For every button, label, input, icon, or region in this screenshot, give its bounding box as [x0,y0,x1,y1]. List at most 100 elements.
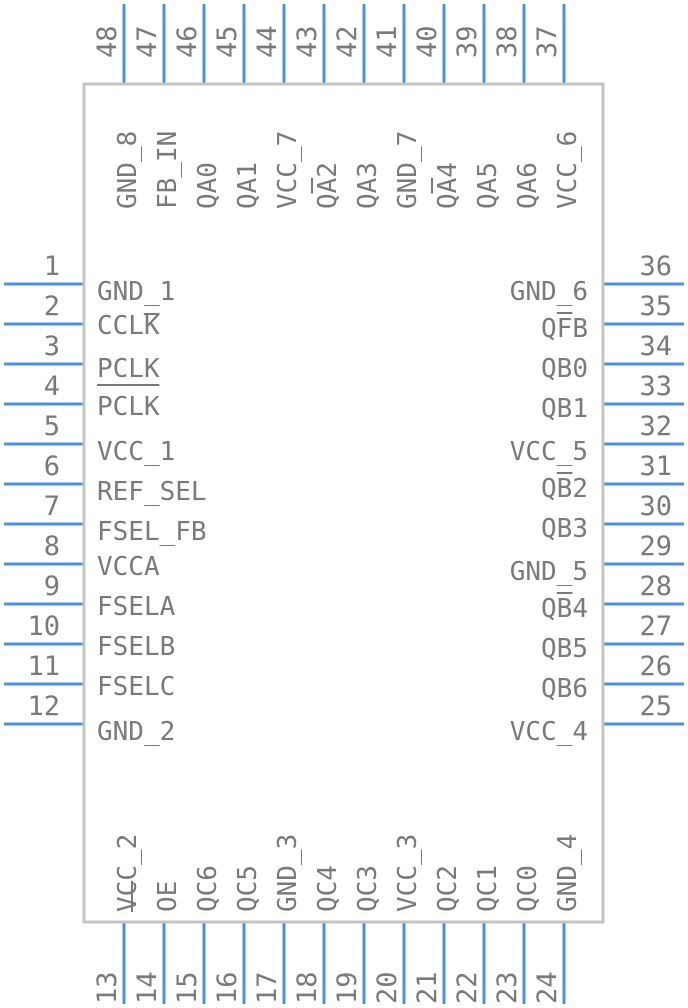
pin-label: VCC_1 [97,437,175,467]
pin-number: 47 [132,25,163,58]
pin-label: VCC_7 [273,131,303,209]
pin-label: QC6 [193,865,223,912]
pin-label: PCLK [97,354,160,384]
pin-label: FSELC [97,672,175,702]
pin-number: 41 [372,25,403,58]
pin-number: 12 [27,691,60,722]
pin-number: 40 [412,25,443,58]
pin-label: GND_6 [510,277,588,307]
pin-number: 23 [492,971,523,1004]
pin-number: 20 [372,971,403,1004]
pin-label: QC0 [513,865,543,912]
pin-number: 29 [639,531,672,562]
pin-number: 37 [532,25,563,58]
pin-label: GND_4 [553,834,583,912]
pin-label: GND_3 [273,834,303,912]
pin-label: GND_5 [510,557,588,587]
pin-label: GND_8 [113,131,143,209]
pin-number: 36 [639,251,672,282]
pin-label: QFB [541,314,588,344]
pin-number: 16 [212,971,243,1004]
pin-label: VCC_4 [510,717,588,747]
pin-number: 9 [44,571,60,602]
pin-label: QC5 [233,865,263,912]
pin-label: QA3 [353,162,383,209]
pin-label: GND_1 [97,277,175,307]
pin-lines [4,4,684,1004]
pin-number: 17 [252,971,283,1004]
pin-label: FSEL_FB [97,517,207,547]
pin-label: VCC_2 [113,834,143,912]
pin-number: 14 [132,971,163,1004]
package-body [82,82,605,924]
pin-number: 46 [172,25,203,58]
pin-number: 18 [292,971,323,1004]
pin-label: GND_7 [393,131,423,209]
pin-label: QB5 [541,634,588,664]
pin-number: 48 [92,25,123,58]
pin-label: FSELA [97,592,176,622]
pin-number: 21 [412,971,443,1004]
pin-label: CCLK [97,311,160,341]
pin-number: 22 [452,971,483,1004]
pin-label: PCLK [97,392,160,422]
pin-label: QC1 [473,865,503,912]
pin-labels: 1GND_12CCLK3PCLK4PCLK5VCC_16REF_SEL7FSEL… [27,25,672,1004]
pin-number: 28 [639,571,672,602]
pin-number: 43 [292,25,323,58]
pin-number: 35 [639,291,672,322]
pin-number: 13 [92,971,123,1004]
pin-label: QB1 [541,394,588,424]
pin-label: QB3 [541,514,588,544]
pin-label: QA6 [513,162,543,209]
pin-number: 2 [44,291,60,322]
pin-number: 4 [44,371,60,402]
pin-label: REF_SEL [97,477,207,507]
pin-number: 32 [639,411,672,442]
pin-label: QC2 [433,865,463,912]
pin-number: 33 [639,371,672,402]
pin-number: 34 [639,331,672,362]
pin-number: 10 [27,611,60,642]
pin-label: QB0 [541,354,588,384]
pin-label: VCCA [97,552,160,582]
pin-number: 42 [332,25,363,58]
pin-label: QA5 [473,162,503,209]
pin-number: 39 [452,25,483,58]
pin-number: 27 [639,611,672,642]
pin-number: 19 [332,971,363,1004]
pin-number: 8 [44,531,60,562]
pin-label: VCC_6 [553,131,583,209]
pin-label: QA0 [193,162,223,209]
pin-number: 38 [492,25,523,58]
pin-label: FSELB [97,632,175,662]
pin-label: QB2 [541,474,588,504]
pin-label: QB4 [541,594,588,624]
pin-label: VCC_3 [393,834,423,912]
pin-number: 24 [532,971,563,1004]
pin-number: 31 [639,451,672,482]
pin-label: QC4 [313,865,343,912]
pin-number: 3 [44,331,60,362]
pin-number: 11 [27,651,60,682]
pin-number: 5 [44,411,60,442]
pin-number: 1 [44,251,60,282]
pin-label: GND_2 [97,717,175,747]
pin-label: QA4 [433,162,463,209]
pin-label: VCC_5 [510,437,588,467]
pin-number: 6 [44,451,60,482]
pin-label: QB6 [541,674,588,704]
pin-number: 25 [639,691,672,722]
pin-label: FB_IN [153,131,183,209]
pin-label: QC3 [353,865,383,912]
pin-label: QA2 [313,162,343,209]
pin-number: 7 [44,491,60,522]
pin-number: 30 [639,491,672,522]
pin-label: OE [153,881,183,912]
pin-number: 44 [252,25,283,58]
pin-number: 45 [212,25,243,58]
pin-label: QA1 [233,162,263,209]
pin-number: 26 [639,651,672,682]
pin-number: 15 [172,971,203,1004]
